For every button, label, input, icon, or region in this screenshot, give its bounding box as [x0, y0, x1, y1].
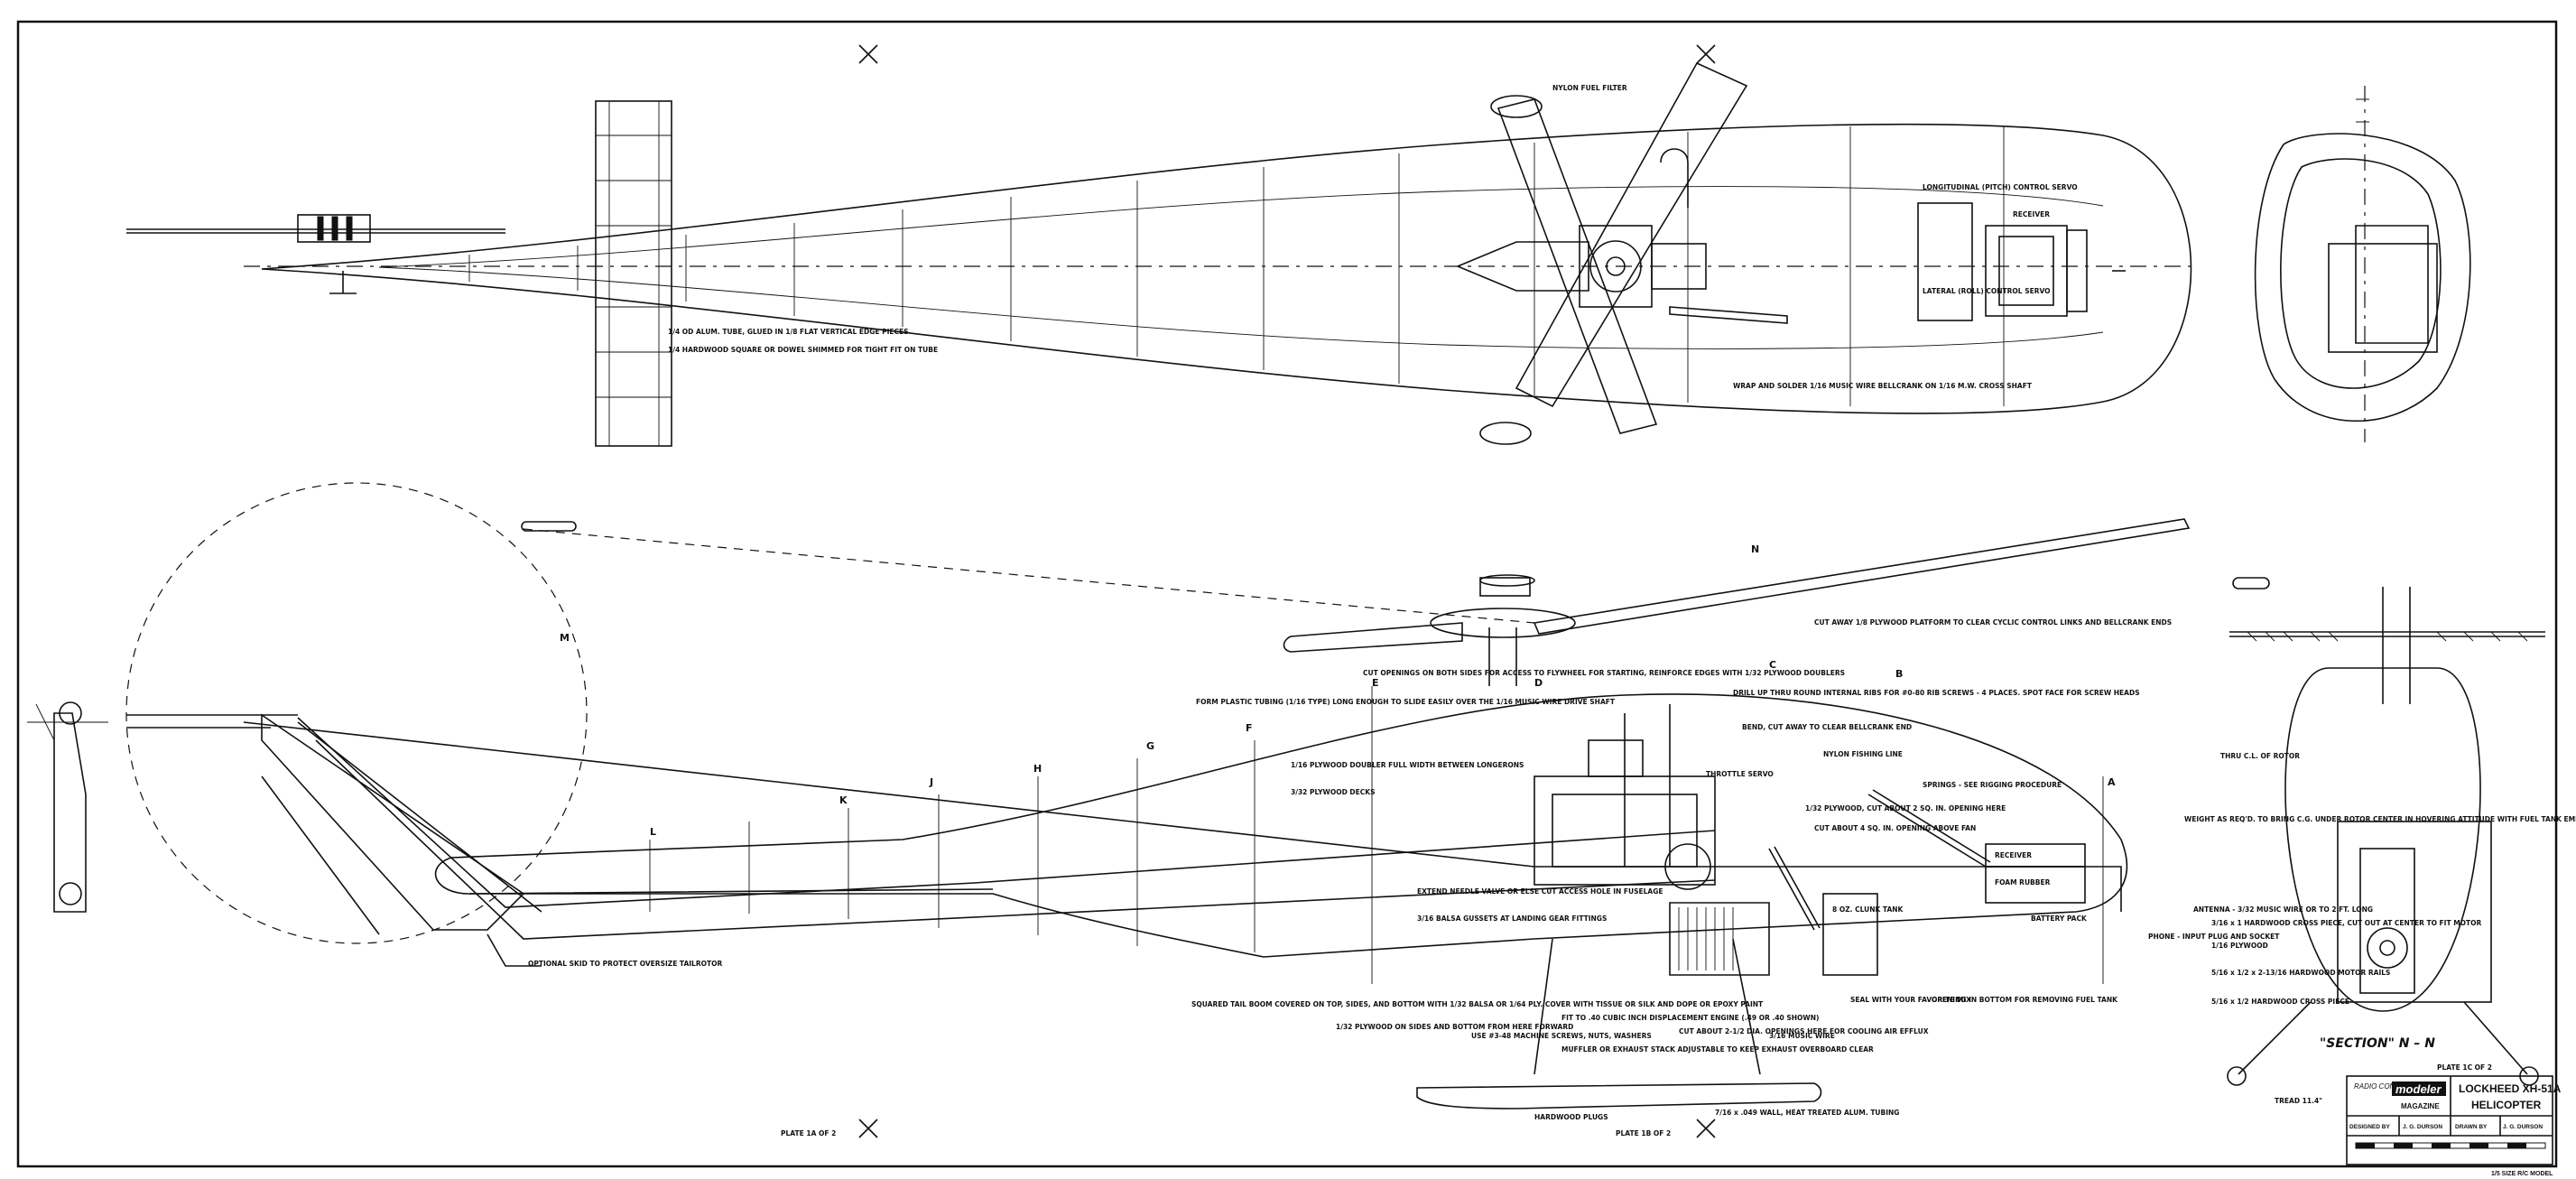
station-a: A — [2108, 776, 2116, 788]
note-receiver-side: RECEIVER — [1995, 851, 2032, 859]
note-weight: WEIGHT AS REQ'D. TO BRING C.G. UNDER ROT… — [2184, 815, 2576, 823]
station-g: G — [1146, 740, 1154, 752]
scale-bar — [2355, 1142, 2546, 1149]
note-clunk-tank: 8 OZ. CLUNK TANK — [1832, 905, 1904, 914]
note-plastic-tubing: FORM PLASTIC TUBING (1/16 TYPE) LONG ENO… — [1196, 698, 1616, 706]
note-antenna: ANTENNA - 3/32 MUSIC WIRE OR TO 2 FT. LO… — [2193, 905, 2373, 914]
note-springs: SPRINGS - SEE RIGGING PROCEDURE — [1923, 781, 2062, 789]
station-f: F — [1246, 722, 1253, 734]
note-flywheel-openings: CUT OPENINGS ON BOTH SIDES FOR ACCESS TO… — [1363, 669, 1845, 677]
tail-rotor-disc — [125, 482, 588, 944]
note-hardwood-square: 1/4 HARDWOOD SQUARE OR DOWEL SHIMMED FOR… — [668, 346, 938, 354]
note-cooling-openings: CUT ABOUT 2-1/2 DIA. OPENINGS HERE FOR C… — [1679, 1027, 1929, 1035]
section-label: "SECTION" N – N — [2320, 1036, 2435, 1051]
drawn-by-label: DRAWN BY — [2455, 1124, 2488, 1130]
note-bellcrank-wrap: WRAP AND SOLDER 1/16 MUSIC WIRE BELLCRAN… — [1733, 382, 2033, 390]
brand-top: RADIO CONTROL — [2354, 1082, 2414, 1091]
top-view: NYLON FUEL FILTER 1/4 OD ALUM. TUBE, GLU… — [126, 61, 2193, 447]
note-fuel-filter: NYLON FUEL FILTER — [1552, 84, 1627, 92]
note-foam-rubber: FOAM RUBBER — [1995, 878, 2051, 887]
fuselage-side — [434, 693, 2128, 958]
note-seal: SEAL WITH YOUR FAVORITE MIX — [1850, 996, 1971, 1004]
side-view: A B C D E F G H J K L M N CUT AWAY 1/8 P… — [27, 482, 2576, 1121]
registration-marks — [858, 44, 1716, 1138]
note-tail-boom: SQUARED TAIL BOOM COVERED ON TOP, SIDES,… — [1191, 1000, 1764, 1008]
note-tread: TREAD 11.4" — [2275, 1097, 2322, 1105]
station-e: E — [1372, 677, 1379, 689]
station-m: M — [560, 632, 570, 644]
note-bend-cutaway: BEND, CUT AWAY TO CLEAR BELLCRANK END — [1742, 723, 1912, 731]
note-needle-valve: EXTEND NEEDLE VALVE OR ELSE CUT ACCESS H… — [1417, 887, 1663, 896]
landing-skid — [1416, 1082, 1822, 1109]
note-battery-pack: BATTERY PACK — [2031, 914, 2088, 923]
note-plywood-sides: 1/32 PLYWOOD ON SIDES AND BOTTOM FROM HE… — [1336, 1023, 1573, 1031]
station-j: J — [929, 776, 933, 788]
designed-by: J. G. DURSON — [2403, 1124, 2442, 1130]
note-fishing-line: NYLON FISHING LINE — [1823, 750, 1903, 758]
note-machine-screws: USE #3-48 MACHINE SCREWS, NUTS, WASHERS — [1471, 1032, 1652, 1040]
note-rotor-cl: THRU C.L. OF ROTOR — [2220, 752, 2300, 760]
note-throttle-servo: THROTTLE SERVO — [1706, 770, 1774, 778]
designed-by-label: DESIGNED BY — [2349, 1124, 2390, 1130]
plate-number-right: PLATE 1C OF 2 — [2437, 1063, 2492, 1072]
station-b: B — [1895, 668, 1903, 680]
station-d: D — [1534, 677, 1543, 689]
station-h: H — [1033, 763, 1042, 775]
note-muffler: MUFFLER OR EXHAUST STACK ADJUSTABLE TO K… — [1561, 1045, 1874, 1054]
note-platform-cutaway: CUT AWAY 1/8 PLYWOOD PLATFORM TO CLEAR C… — [1814, 618, 2172, 627]
plate-number-mid: PLATE 1B OF 2 — [1616, 1129, 1671, 1137]
station-n: N — [1751, 543, 1759, 555]
drawn-by: J. G. DURSON — [2503, 1124, 2543, 1130]
station-k: K — [839, 794, 848, 806]
note-roll-servo: LATERAL (ROLL) CONTROL SERVO — [1923, 287, 2051, 295]
note-receiver-top: RECEIVER — [2013, 210, 2050, 218]
note-optional-skid: OPTIONAL SKID TO PROTECT OVERSIZE TAILRO… — [528, 960, 722, 968]
note-plywood-decks: 3/32 PLYWOOD DECKS — [1291, 788, 1375, 796]
title-line2: HELICOPTER — [2471, 1099, 2542, 1111]
station-c: C — [1769, 659, 1776, 671]
note-music-wire: 3/16 MUSIC WIRE — [1769, 1032, 1835, 1040]
note-pitch-servo: LONGITUDINAL (PITCH) CONTROL SERVO — [1923, 183, 2078, 191]
plate-number-left: PLATE 1A OF 2 — [781, 1129, 836, 1137]
note-motor-rails: 5/16 x 1/2 x 2-13/16 HARDWOOD MOTOR RAIL… — [2211, 969, 2390, 977]
section-n-n: "SECTION" N – N THRU C.L. OF ROTOR 3/16 … — [2211, 577, 2545, 1105]
sheet-border — [16, 20, 2558, 1168]
note-fuel-tank-opening: OPENING IN BOTTOM FOR REMOVING FUEL TANK — [1932, 996, 2118, 1004]
note-front-plywood: 1/16 PLYWOOD — [2211, 942, 2268, 950]
note-plywood-doubler: 1/16 PLYWOOD DOUBLER FULL WIDTH BETWEEN … — [1291, 761, 1524, 769]
note-alum-tube: 1/4 OD ALUM. TUBE, GLUED IN 1/8 FLAT VER… — [668, 328, 909, 336]
title-block: RADIO CONTROL modeler MAGAZINE LOCKHEED … — [2346, 1075, 2562, 1177]
note-hardwood-plugs: HARDWOOD PLUGS — [1534, 1113, 1608, 1121]
note-engine: FIT TO .40 CUBIC INCH DISPLACEMENT ENGIN… — [1561, 1014, 1819, 1022]
note-phone-plug: PHONE - INPUT PLUG AND SOCKET — [2148, 933, 2280, 941]
title-line1: LOCKHEED XH-51A — [2459, 1082, 2562, 1095]
brand-sub: MAGAZINE — [2401, 1102, 2440, 1110]
station-l: L — [650, 826, 656, 838]
note-drill-ribs: DRILL UP THRU ROUND INTERNAL RIBS FOR #0… — [1733, 689, 2140, 697]
note-plywood-opening: 1/32 PLYWOOD, CUT ABOUT 2 SQ. IN. OPENIN… — [1805, 804, 2006, 812]
scale-note: 1/5 SIZE R/C MODEL — [2491, 1171, 2553, 1177]
note-alum-tubing: 7/16 x .049 WALL, HEAT TREATED ALUM. TUB… — [1715, 1109, 1899, 1117]
brand-logo: modeler — [2395, 1082, 2442, 1096]
note-hardwood-cross: 5/16 x 1/2 HARDWOOD CROSS PIECE — [2211, 998, 2349, 1006]
note-fan-opening: CUT ABOUT 4 SQ. IN. OPENING ABOVE FAN — [1814, 824, 1976, 832]
stabilizer-top — [595, 100, 672, 447]
note-cross-piece: 3/16 x 1 HARDWOOD CROSS PIECE, CUT OUT A… — [2211, 919, 2482, 927]
note-balsa-gussets: 3/16 BALSA GUSSETS AT LANDING GEAR FITTI… — [1417, 914, 1607, 923]
front-view-top — [2254, 86, 2471, 442]
